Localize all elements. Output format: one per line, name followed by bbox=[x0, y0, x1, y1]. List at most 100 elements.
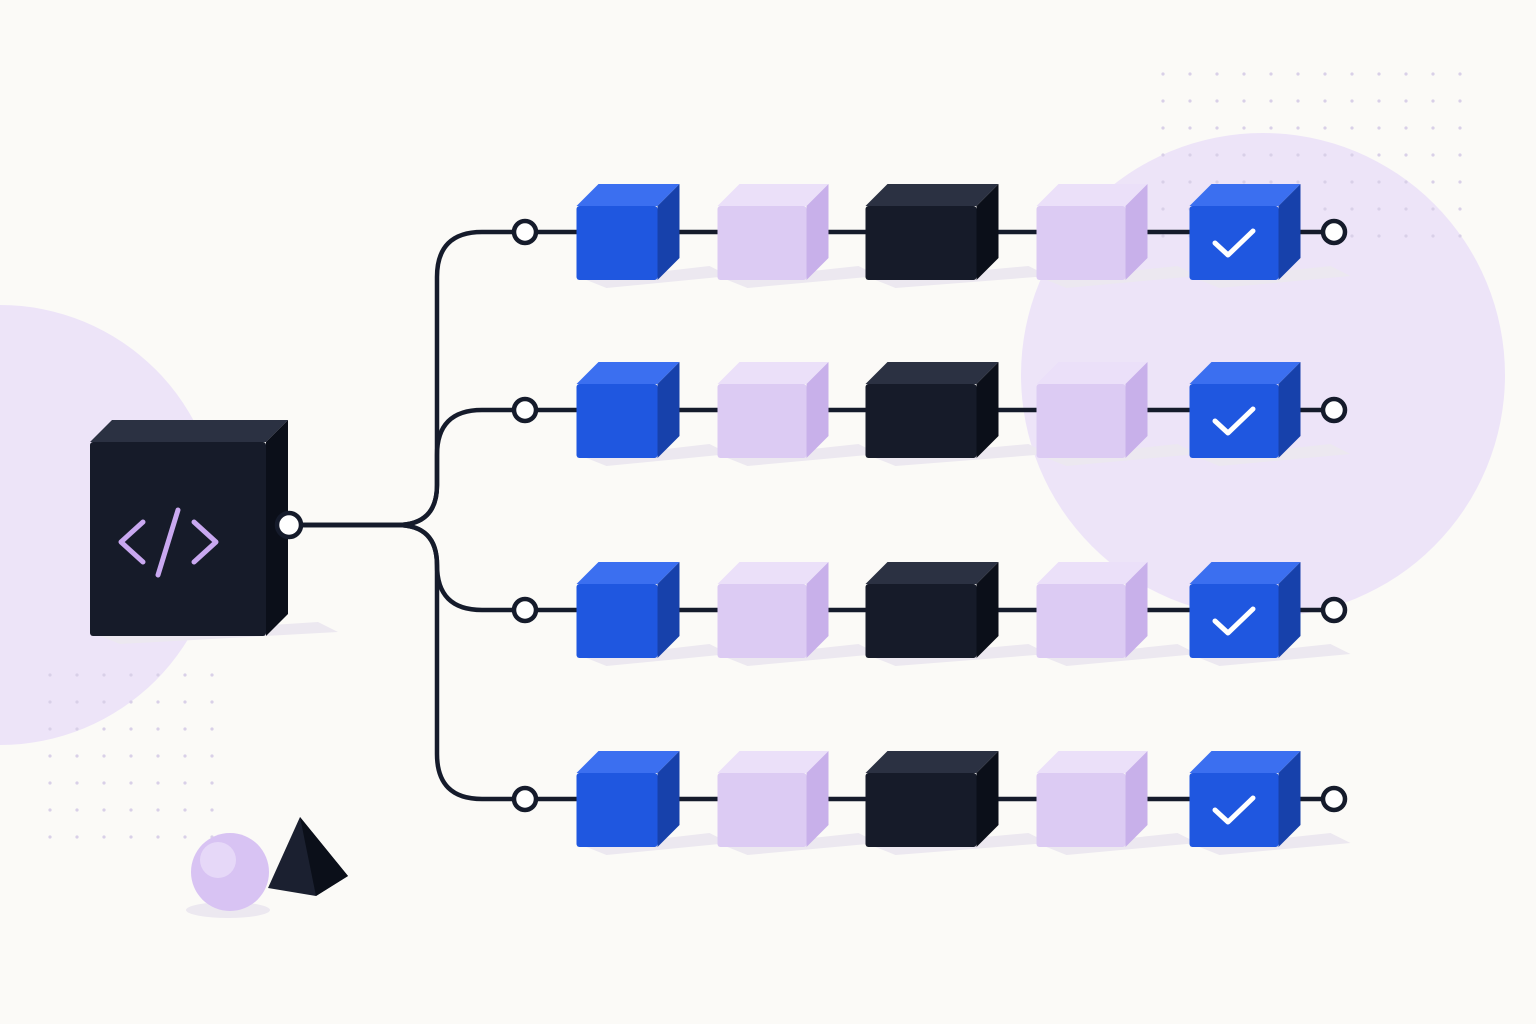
cube-top bbox=[576, 184, 680, 206]
cube-top bbox=[865, 562, 999, 584]
source-output-node bbox=[274, 510, 304, 540]
dot bbox=[1323, 99, 1327, 103]
check-icon bbox=[1212, 795, 1256, 825]
dot bbox=[48, 673, 52, 677]
cube-front bbox=[576, 584, 658, 658]
dot bbox=[48, 835, 52, 839]
cube-top bbox=[717, 184, 829, 206]
cube-layer bbox=[511, 184, 1351, 855]
dot bbox=[75, 835, 79, 839]
cube-side bbox=[657, 184, 680, 280]
dot bbox=[1296, 153, 1300, 157]
dot bbox=[1161, 234, 1165, 238]
dot bbox=[1161, 180, 1165, 184]
dot bbox=[1323, 207, 1327, 211]
cube-side bbox=[657, 751, 680, 847]
cube-front bbox=[717, 384, 807, 458]
dot bbox=[1377, 180, 1381, 184]
dot-grid-layer bbox=[48, 72, 1462, 839]
cube-top bbox=[865, 184, 999, 206]
pipeline-row-2 bbox=[511, 362, 1351, 466]
dot bbox=[1377, 153, 1381, 157]
cube-side bbox=[657, 362, 680, 458]
dot bbox=[48, 781, 52, 785]
cube-side bbox=[1278, 362, 1301, 458]
cube-front bbox=[1036, 584, 1126, 658]
dot bbox=[183, 781, 187, 785]
cube-side bbox=[1278, 562, 1301, 658]
dot bbox=[1431, 72, 1435, 76]
dot bbox=[1269, 99, 1273, 103]
pipeline-row-1 bbox=[511, 184, 1351, 288]
dot bbox=[1323, 72, 1327, 76]
cube-side bbox=[806, 751, 829, 847]
check-icon bbox=[1212, 606, 1256, 636]
dot bbox=[102, 754, 106, 758]
cube-side bbox=[1125, 751, 1148, 847]
stage-cube-1 bbox=[576, 751, 730, 855]
dot bbox=[1431, 234, 1435, 238]
dot bbox=[1188, 180, 1192, 184]
dot bbox=[1431, 99, 1435, 103]
dot bbox=[1242, 99, 1246, 103]
dot bbox=[210, 727, 214, 731]
cube-front bbox=[576, 384, 658, 458]
stage-cube-4 bbox=[1036, 184, 1198, 288]
cube-front bbox=[717, 206, 807, 280]
branch-connector-2 bbox=[286, 407, 528, 528]
start-node bbox=[511, 218, 539, 246]
cube-side bbox=[1278, 184, 1301, 280]
dot bbox=[156, 727, 160, 731]
dot bbox=[48, 754, 52, 758]
cube-side bbox=[806, 562, 829, 658]
dot bbox=[129, 700, 133, 704]
cube-side bbox=[1125, 184, 1148, 280]
dot bbox=[102, 808, 106, 812]
branch-connector-1 bbox=[286, 229, 528, 528]
cube-side bbox=[976, 751, 999, 847]
cube-front bbox=[1189, 384, 1279, 458]
dot bbox=[156, 673, 160, 677]
check-icon bbox=[1212, 406, 1256, 436]
cube-front bbox=[1036, 773, 1126, 847]
dot bbox=[1404, 180, 1408, 184]
dot bbox=[1242, 153, 1246, 157]
dot bbox=[210, 754, 214, 758]
dot bbox=[75, 700, 79, 704]
dot bbox=[102, 781, 106, 785]
dot bbox=[1215, 180, 1219, 184]
dot bbox=[183, 835, 187, 839]
start-node bbox=[511, 396, 539, 424]
dot bbox=[1188, 99, 1192, 103]
dot bbox=[1269, 72, 1273, 76]
cube-top bbox=[1189, 562, 1301, 584]
dot bbox=[1161, 72, 1165, 76]
dot bbox=[1215, 72, 1219, 76]
dot bbox=[129, 781, 133, 785]
dot bbox=[1377, 72, 1381, 76]
dot bbox=[1161, 153, 1165, 157]
stage-cube-3 bbox=[865, 184, 1049, 288]
dot bbox=[1188, 153, 1192, 157]
dot bbox=[1431, 126, 1435, 130]
dot bbox=[1350, 180, 1354, 184]
dot bbox=[1404, 207, 1408, 211]
slash bbox=[155, 507, 181, 578]
dot bbox=[48, 808, 52, 812]
cube-top bbox=[1036, 751, 1148, 773]
dot bbox=[1161, 126, 1165, 130]
check-icon bbox=[1212, 228, 1256, 258]
source-layer bbox=[90, 420, 338, 644]
right-bracket bbox=[191, 519, 219, 565]
dot bbox=[1350, 72, 1354, 76]
dot bbox=[1377, 234, 1381, 238]
dot bbox=[1458, 207, 1462, 211]
dot bbox=[1404, 234, 1408, 238]
dot bbox=[210, 808, 214, 812]
cube-side bbox=[806, 362, 829, 458]
stage-cube-3 bbox=[865, 362, 1049, 466]
cube-top bbox=[90, 420, 288, 442]
dot bbox=[1323, 153, 1327, 157]
dot bbox=[1350, 153, 1354, 157]
